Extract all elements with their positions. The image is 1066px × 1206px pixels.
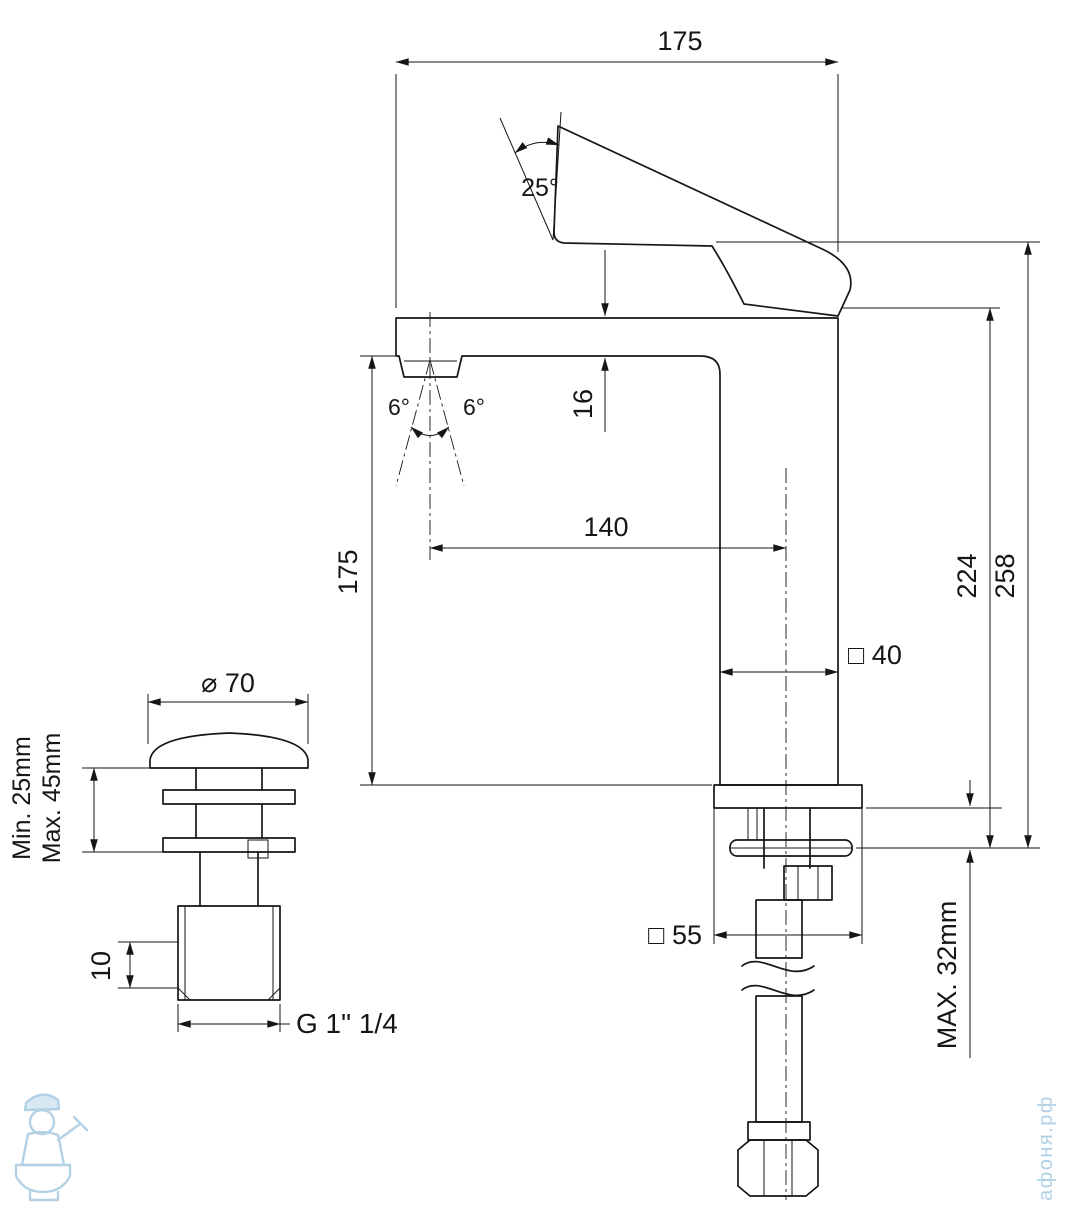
- spray-angle-line-left: [395, 359, 431, 487]
- dim-spout-height: 175: [333, 355, 712, 786]
- spray-angle-line-right: [429, 359, 465, 487]
- dim-aerator-angle: 6° 6°: [388, 394, 485, 439]
- dim-thread-size: G 1" 1/4: [177, 1004, 398, 1039]
- waste-body: [199, 851, 259, 907]
- mount-stud: [747, 808, 758, 840]
- hose-ferrule: [747, 1121, 811, 1141]
- dim-spout-reach: 140: [429, 512, 787, 552]
- handle-lever-outline: [553, 125, 852, 317]
- waste-flange-lower: [162, 837, 296, 853]
- hose-break-symbol: [741, 960, 815, 997]
- dim-text-top-width: 175: [657, 26, 702, 56]
- dim-text-cap-diameter: ⌀ 70: [201, 668, 255, 698]
- dim-text-spout-height: 175: [333, 549, 363, 594]
- dim-cap-diameter: ⌀ 70: [147, 668, 309, 744]
- dim-min-max-height: Min. 25mm Max. 45mm: [8, 733, 170, 864]
- mascot-toilet-base: [28, 1190, 60, 1202]
- angle-arc: [514, 137, 560, 154]
- angle-ref-line: [499, 117, 554, 241]
- mascot-cap: [23, 1093, 61, 1112]
- faucet-centerlines: [395, 312, 787, 1200]
- mount-nut: [783, 865, 833, 901]
- hose-upper: [755, 899, 803, 959]
- mount-nut-facets: [797, 866, 819, 900]
- mascot-arm-tool: [56, 1115, 89, 1142]
- dim-text-height-224: 224: [952, 553, 982, 598]
- waste-cap: [149, 732, 309, 769]
- threaded-shank: [763, 807, 811, 869]
- hose-nut: [737, 1139, 819, 1197]
- dim-text-height-258: 258: [990, 553, 1020, 598]
- dim-top-width: 175: [395, 26, 839, 308]
- angle-ref-line: [552, 111, 562, 241]
- dim-text-angle-left: 6°: [388, 394, 410, 420]
- waste-view: [149, 732, 309, 1001]
- watermark-mascot: [14, 1093, 89, 1202]
- dim-text-thread-size: G 1" 1/4: [296, 1008, 398, 1039]
- hose-nut-facets: [763, 1140, 793, 1196]
- dim-max-deck: MAX. 32mm: [866, 780, 1002, 1058]
- dim-text-spout-thickness: 16: [568, 389, 598, 419]
- dim-height-224: 224: [842, 307, 1000, 849]
- base-plate: [713, 784, 863, 809]
- watermark-brand-vertical: афоня.рф: [1035, 1095, 1057, 1201]
- dim-text-handle-angle: 25°: [521, 174, 559, 202]
- dim-text-base-section: □ 55: [648, 920, 702, 950]
- mascot-torso: [20, 1131, 66, 1167]
- angle-arc: [410, 426, 450, 439]
- dim-thread-exposed: 10: [86, 941, 178, 989]
- faucet-body-spout-outline: [395, 317, 839, 786]
- hose-lower: [755, 995, 803, 1123]
- waste-flange-upper: [162, 789, 296, 805]
- waste-stem: [195, 803, 263, 839]
- dim-text-spout-reach: 140: [583, 512, 628, 542]
- waste-thread-chamfer: [177, 987, 281, 1001]
- waste-thread: [177, 905, 281, 1001]
- dim-height-258: 258: [716, 241, 1040, 849]
- dim-handle-angle: 25°: [499, 111, 562, 241]
- dim-text-angle-right: 6°: [463, 394, 485, 420]
- waste-thread-crests: [184, 906, 274, 1000]
- faucet-view: [395, 125, 863, 1197]
- waste-neck: [195, 767, 263, 791]
- dim-text-thread-exposed: 10: [86, 951, 116, 981]
- dim-text-min-height: Min. 25mm: [8, 736, 36, 860]
- dim-body-section: □ 40: [719, 640, 902, 676]
- dim-text-max-deck: MAX. 32mm: [932, 901, 962, 1050]
- dim-text-max-height: Max. 45mm: [38, 733, 66, 864]
- dim-text-body-section: □ 40: [848, 640, 902, 670]
- mascot-head: [28, 1108, 56, 1136]
- dim-spout-thickness: 16: [568, 250, 609, 432]
- dim-base-section: □ 55: [648, 808, 863, 950]
- mascot-toilet-bowl: [14, 1163, 72, 1194]
